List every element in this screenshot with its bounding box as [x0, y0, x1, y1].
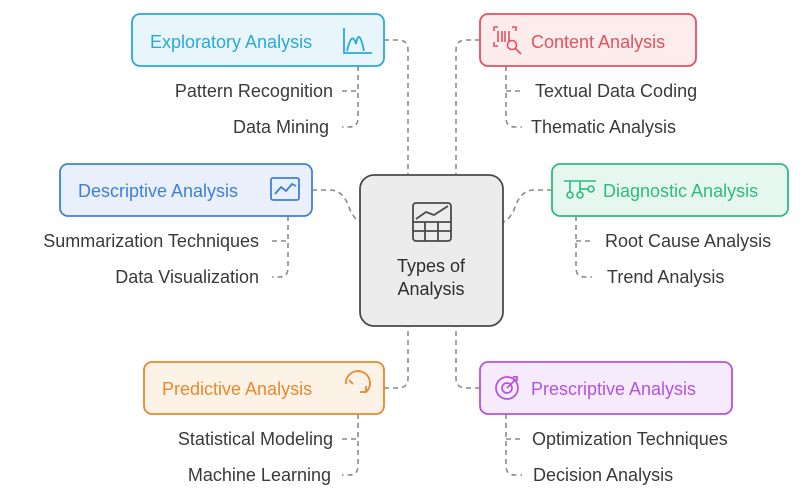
center-box	[359, 174, 504, 327]
center-title-line1: Types of	[397, 256, 466, 276]
leaf-root-cause-analysis: Root Cause Analysis	[605, 231, 771, 251]
node-box-descriptive	[59, 163, 313, 217]
node-predictive[interactable]: Predictive Analysis	[143, 361, 385, 415]
line-chart-icon	[270, 177, 300, 201]
leaf-statistical-modeling: Statistical Modeling	[178, 429, 333, 449]
grid-chart-icon	[412, 202, 452, 242]
leaf-connector-prescriptive	[505, 414, 522, 476]
node-label-prescriptive: Prescriptive Analysis	[531, 379, 696, 399]
leaf-data-mining: Data Mining	[233, 117, 329, 137]
node-content[interactable]: Content Analysis	[479, 13, 697, 67]
node-label-content: Content Analysis	[531, 32, 665, 52]
leaf-data-visualization: Data Visualization	[115, 267, 259, 287]
connector-exploratory	[384, 39, 409, 175]
leaf-connector-content	[505, 66, 522, 128]
forecast-arrow-icon	[345, 370, 371, 393]
leaf-connector-descriptive	[272, 216, 289, 278]
connector-diagnostic	[501, 189, 552, 223]
leaf-pattern-recognition: Pattern Recognition	[175, 81, 333, 101]
root-network-icon	[564, 180, 596, 199]
center-node: Types of Analysis	[359, 174, 504, 327]
node-box-predictive	[143, 361, 385, 415]
leaf-optimization-techniques: Optimization Techniques	[532, 429, 728, 449]
connector-content	[455, 39, 480, 175]
node-exploratory[interactable]: Exploratory Analysis	[131, 13, 385, 67]
distribution-curve-icon	[343, 28, 372, 54]
node-label-diagnostic: Diagnostic Analysis	[603, 181, 758, 201]
leaf-trend-analysis: Trend Analysis	[607, 267, 724, 287]
leaf-connector-exploratory	[342, 66, 359, 128]
leaf-textual-data-coding: Textual Data Coding	[535, 81, 697, 101]
center-title-line2: Analysis	[397, 279, 464, 299]
node-label-predictive: Predictive Analysis	[162, 379, 312, 399]
leaf-connector-diagnostic	[575, 216, 592, 278]
node-box-prescriptive	[479, 361, 733, 415]
target-gauge-icon	[495, 376, 519, 400]
leaf-connector-predictive	[342, 414, 359, 476]
barcode-search-icon	[493, 26, 522, 55]
node-box-content	[479, 13, 697, 67]
node-descriptive[interactable]: Descriptive Analysis	[59, 163, 313, 217]
connector-descriptive	[312, 189, 363, 223]
leaf-decision-analysis: Decision Analysis	[533, 465, 673, 485]
node-box-diagnostic	[551, 163, 789, 217]
node-box-exploratory	[131, 13, 385, 67]
node-label-exploratory: Exploratory Analysis	[150, 32, 312, 52]
node-diagnostic[interactable]: Diagnostic Analysis	[551, 163, 789, 217]
connector-prescriptive	[455, 326, 480, 389]
leaf-machine-learning: Machine Learning	[188, 465, 331, 485]
leaf-summarization-techniques: Summarization Techniques	[43, 231, 259, 251]
node-prescriptive[interactable]: Prescriptive Analysis	[479, 361, 733, 415]
connector-predictive	[384, 326, 409, 389]
node-label-descriptive: Descriptive Analysis	[78, 181, 238, 201]
connectors	[272, 39, 592, 476]
leaf-thematic-analysis: Thematic Analysis	[531, 117, 676, 137]
